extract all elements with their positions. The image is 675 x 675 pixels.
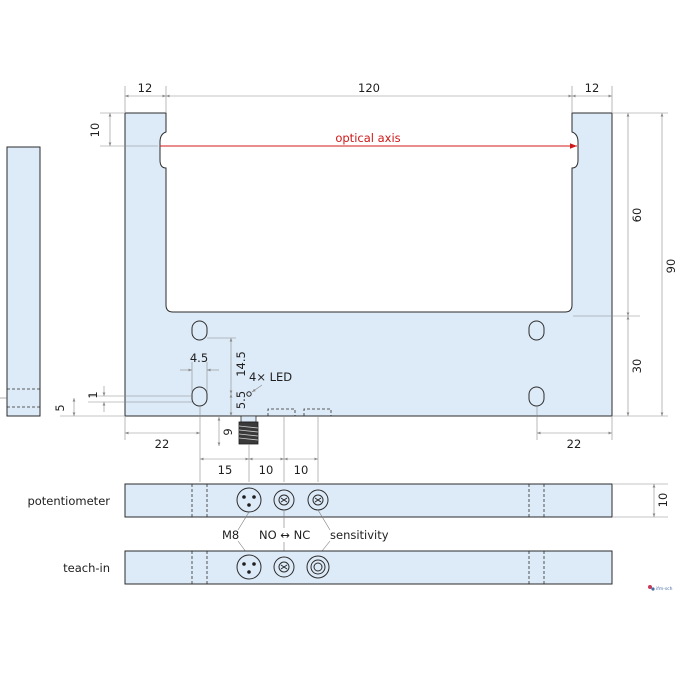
dim-led-offset: 5.5: [234, 391, 248, 409]
dim-slot-lip: 10: [88, 123, 102, 138]
teach-in-label: teach-in: [63, 561, 110, 575]
front-view: optical axis: [124, 112, 613, 445]
brand-logo-text: ifm-sch: [656, 586, 673, 592]
dim-base-height: 30: [630, 359, 644, 374]
mounting-hole-top-right: [528, 320, 545, 341]
bottom-view-potentiometer: potentiometer 10: [27, 483, 670, 518]
dimensions-bottom: 22 22 9 15 10 10: [124, 406, 613, 482]
dim-top-right: 12: [585, 81, 600, 95]
no-nc-label: NO ↔ NC: [259, 528, 310, 542]
dimensions-right: 60 30 90: [573, 112, 675, 417]
sensitivity-label: sensitivity: [330, 528, 389, 542]
dim-bottom-view-height: 10: [656, 493, 670, 508]
m8-label: M8: [222, 528, 239, 542]
dim-slot-depth: 60: [630, 208, 644, 223]
dim-hole-spacing: 4.5: [190, 351, 208, 365]
dim-conn-pitch-1: 15: [218, 463, 233, 477]
sensor-body-outline: [124, 112, 613, 417]
dim-small-offset: 1: [86, 391, 100, 398]
dimensions-holes: 4.5 14.5 4× LED 5.5 1 5: [53, 337, 292, 417]
dim-conn-pitch-2: 10: [259, 463, 274, 477]
dim-conn-pitch-3: 10: [294, 463, 309, 477]
dim-connector-offset: 9: [221, 428, 235, 435]
led-label: 4× LED: [249, 370, 292, 384]
dimensions-top: 12 120 12 10: [88, 81, 613, 147]
dim-total-height: 90: [664, 259, 675, 274]
dim-hole-vertical: 14.5: [234, 351, 248, 377]
side-view: [0, 146, 41, 417]
dim-side-offset: 5: [53, 404, 67, 411]
optical-axis-label: optical axis: [335, 131, 400, 145]
dim-top-left: 12: [138, 81, 153, 95]
mounting-hole-top-left: [191, 320, 208, 341]
potentiometer-label: potentiometer: [27, 494, 110, 508]
dim-right-base: 22: [567, 437, 582, 451]
m8-connector: [238, 415, 259, 445]
bottom-view-teach-in: teach-in: [63, 550, 613, 585]
mounting-hole-bottom-left: [191, 386, 208, 407]
brand-logo: ifm-sch: [648, 585, 673, 592]
dim-left-base: 22: [155, 437, 170, 451]
dim-top-middle: 120: [358, 81, 380, 95]
led-marker: [246, 391, 252, 397]
mounting-hole-bottom-right: [528, 386, 545, 407]
